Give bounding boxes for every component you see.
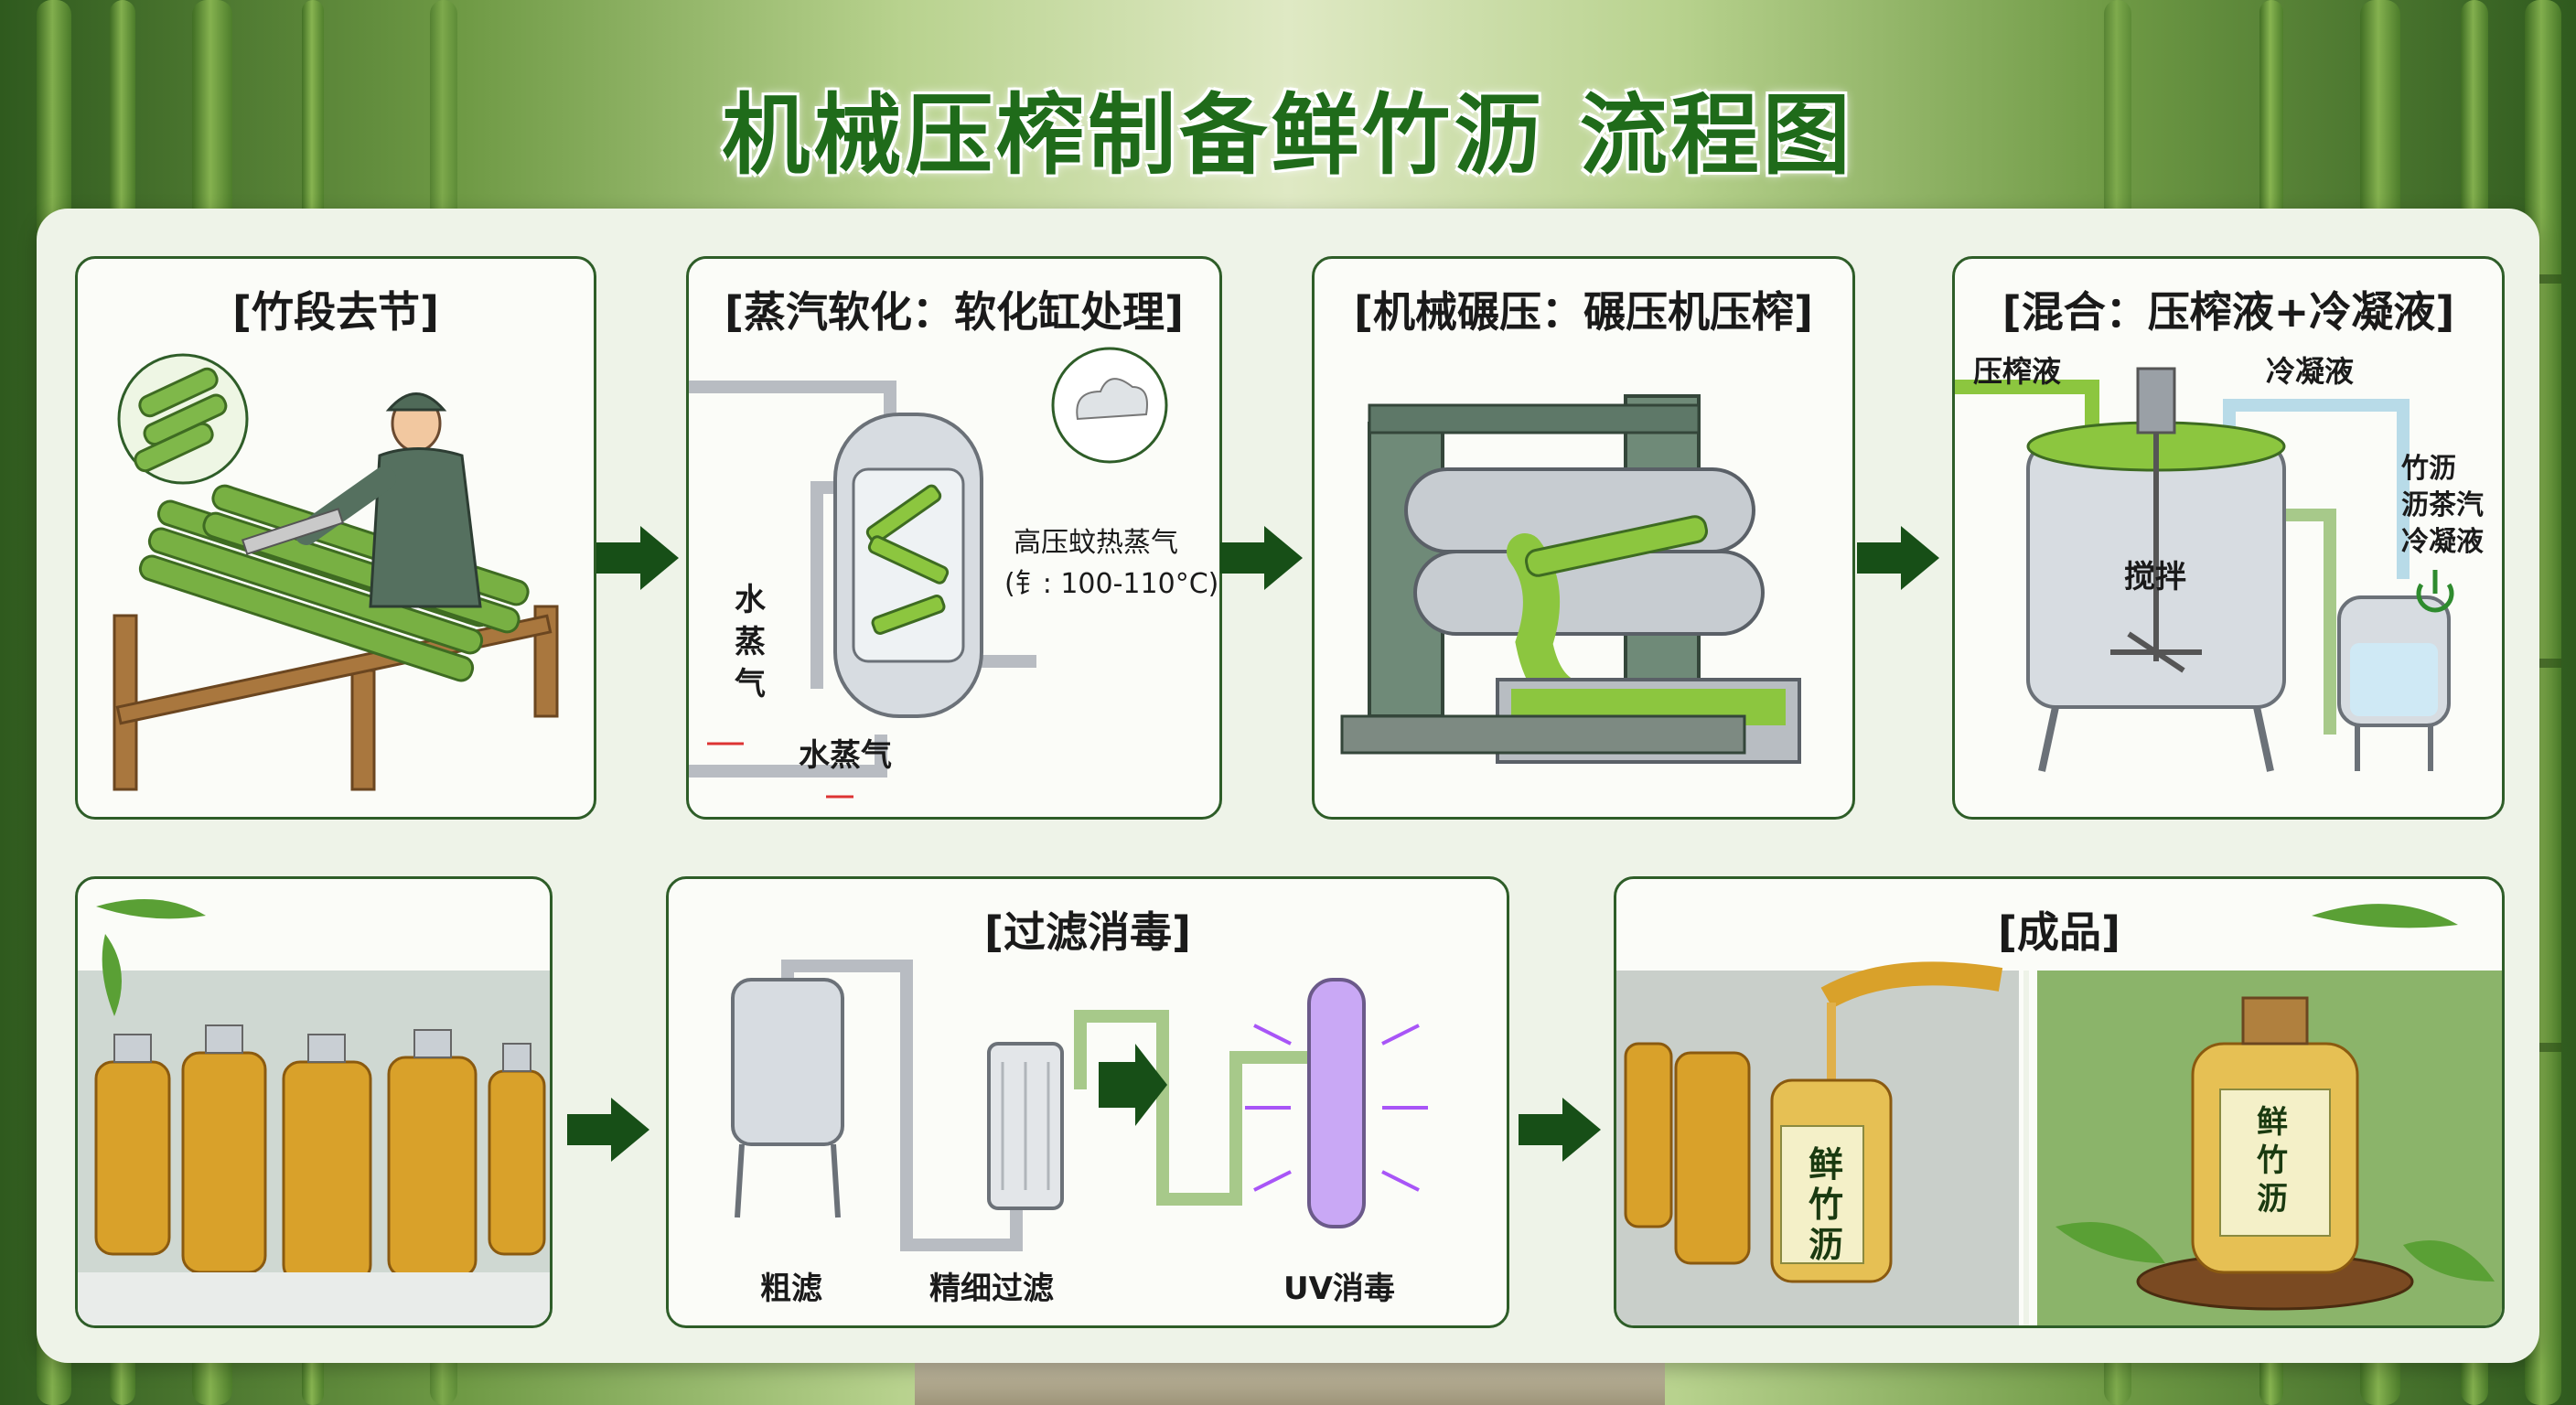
step-panel-roller-press: [机械碾压：碾压机压榨] [1312, 256, 1855, 820]
step-panel-mix: [混合：压榨液+冷凝液] 压榨液 冷凝液 搅拌 竹沥 沥茶汽 冷凝液 [1952, 256, 2505, 820]
step-title: [蒸汽软化：软化缸处理] [724, 287, 1185, 337]
steam-label-vertical: 水 蒸 气 [735, 582, 766, 702]
arrow-right-icon [1220, 526, 1303, 590]
steam-cloud-icon [1051, 347, 1168, 464]
bottle-label-pour: 鲜 竹 沥 [1809, 1144, 1844, 1265]
stir-label: 搅拌 [2124, 559, 2186, 595]
fine-filter-label: 精细过滤 [929, 1271, 1054, 1307]
temperature-label: (钅: 100-110°C) [1004, 568, 1219, 600]
arrow-right-icon [596, 526, 679, 590]
arrow-right-icon [1519, 1098, 1601, 1162]
arrow-right-icon [567, 1098, 649, 1162]
pressure-label: 高压蚊热蒸气 [1014, 527, 1178, 559]
step-panel-steam-soften: [蒸汽软化：软化缸处理] 水 蒸 气 水蒸气 高压蚊热蒸气 (钅: 100-11… [686, 256, 1222, 820]
arrow-right-icon [1099, 1044, 1167, 1126]
coarse-filter-label: 粗滤 [760, 1271, 822, 1307]
step-title: [竹段去节] [231, 287, 440, 337]
bamboo-leaf-icon [96, 899, 206, 1016]
side-condensate-label: 竹沥 沥茶汽 冷凝液 [2401, 453, 2484, 558]
mixing-tank-illustration [1955, 367, 2454, 772]
step-panel-bottles [75, 876, 553, 1328]
uv-lamp [1245, 978, 1428, 1228]
softener-illustration [689, 347, 1168, 799]
bottle-label-product: 鲜 竹 沥 [2257, 1104, 2288, 1217]
roller-press-illustration [1340, 394, 1801, 764]
step-title: [过滤消毒] [983, 907, 1192, 957]
steam-label-bottom: 水蒸气 [799, 737, 892, 774]
step-title: [成品] [1997, 907, 2121, 957]
uv-label: UV消毒 [1283, 1271, 1395, 1307]
filter-line-illustration [731, 960, 1428, 1251]
coarse-filter-tank [731, 978, 844, 1146]
step-panel-filter-sterilize: [过滤消毒] 粗滤 精细过滤 UV消毒 [666, 876, 1509, 1328]
product-illustration [1616, 904, 2502, 1325]
debranch-illustration [113, 353, 559, 791]
step-title: [机械碾压：碾压机压榨] [1353, 287, 1814, 337]
power-icon [2416, 570, 2454, 613]
page-title: 机械压榨制备鲜竹沥 流程图 [722, 84, 1854, 187]
bottle-row-illustration [78, 899, 550, 1325]
condensate-label: 冷凝液 [2266, 354, 2355, 389]
step-panel-product: [成品] 鲜 竹 沥 鲜 竹 沥 [1614, 876, 2505, 1328]
arrow-right-icon [1857, 526, 1939, 590]
step-title: [混合：压榨液+冷凝液] [2002, 287, 2455, 337]
step-panel-debranch: [竹段去节] [75, 256, 596, 820]
press-liquid-label: 压榨液 [1973, 354, 2062, 389]
